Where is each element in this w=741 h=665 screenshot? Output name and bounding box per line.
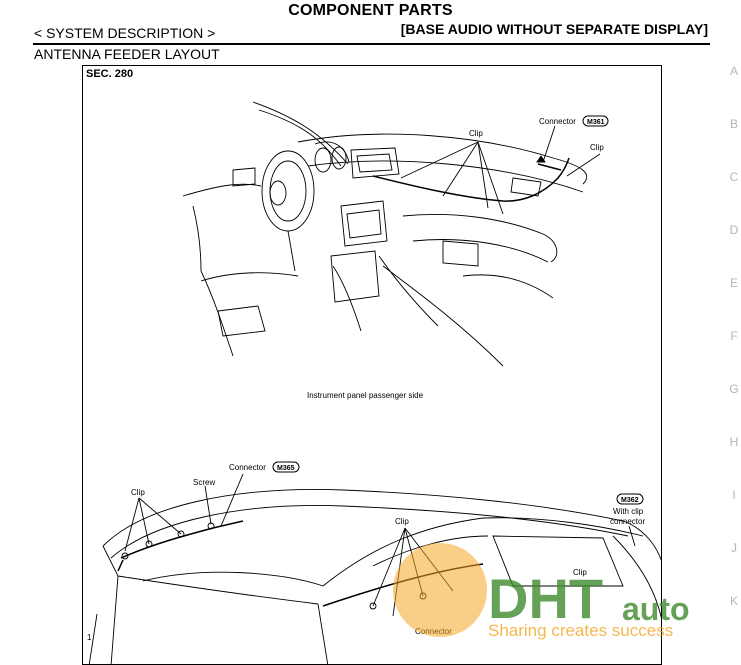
connector-id-m362: M362 (621, 497, 639, 504)
connector-id-badge-m365 (272, 461, 300, 473)
side-index-f[interactable]: F (730, 329, 738, 343)
label-leader-number: 1 (87, 633, 92, 642)
antenna-layout-diagram: Clip Connector M361 Clip Instrument pane… (87, 101, 661, 664)
side-index-d[interactable]: D (729, 223, 739, 237)
side-index-c[interactable]: C (729, 170, 739, 184)
label-clip-middle: Clip (395, 517, 409, 526)
label-connector-right: connector (610, 517, 645, 526)
side-index-e[interactable]: E (729, 276, 738, 290)
header-divider (33, 43, 710, 45)
top-labels: Clip Connector M361 Clip Instrument pane… (307, 115, 609, 400)
label-screw: Screw (193, 478, 215, 487)
rear-vehicle-drawing (88, 473, 661, 664)
connector-id-badge-m362 (616, 493, 644, 505)
label-connector-bottom: Connector (415, 627, 452, 636)
side-index-g[interactable]: G (729, 382, 739, 396)
diagram-frame: SEC. 280 (82, 65, 662, 665)
page-heading: ANTENNA FEEDER LAYOUT (34, 46, 220, 62)
side-index-j[interactable]: J (731, 541, 737, 555)
side-index-h[interactable]: H (729, 435, 739, 449)
instrument-panel-drawing (182, 101, 601, 367)
label-connector-top: Connector (539, 117, 576, 126)
section-number: SEC. 280 (86, 68, 134, 80)
side-index-a[interactable]: A (729, 64, 738, 78)
label-connector-m365: Connector (229, 463, 266, 472)
label-clip-center: Clip (469, 129, 483, 138)
side-index-i[interactable]: I (732, 488, 736, 502)
page-title: COMPONENT PARTS (288, 2, 453, 19)
page-subtitle: [BASE AUDIO WITHOUT SEPARATE DISPLAY] (400, 21, 708, 37)
label-clip-left: Clip (131, 488, 145, 497)
label-with-clip: With clip (613, 507, 644, 516)
bottom-labels: Connector M365 Screw Clip Clip M362 With… (87, 461, 645, 642)
label-clip-right: Clip (590, 143, 604, 152)
section-breadcrumb[interactable]: < SYSTEM DESCRIPTION > (34, 25, 216, 41)
side-index-k[interactable]: K (729, 594, 738, 608)
figure-caption: Instrument panel passenger side (307, 391, 424, 400)
side-index-b[interactable]: B (729, 117, 738, 131)
label-clip-right-small: Clip (573, 568, 587, 577)
connector-id-badge (582, 115, 609, 127)
connector-id-m361: M361 (587, 119, 605, 126)
connector-id-m365: M365 (277, 465, 295, 472)
